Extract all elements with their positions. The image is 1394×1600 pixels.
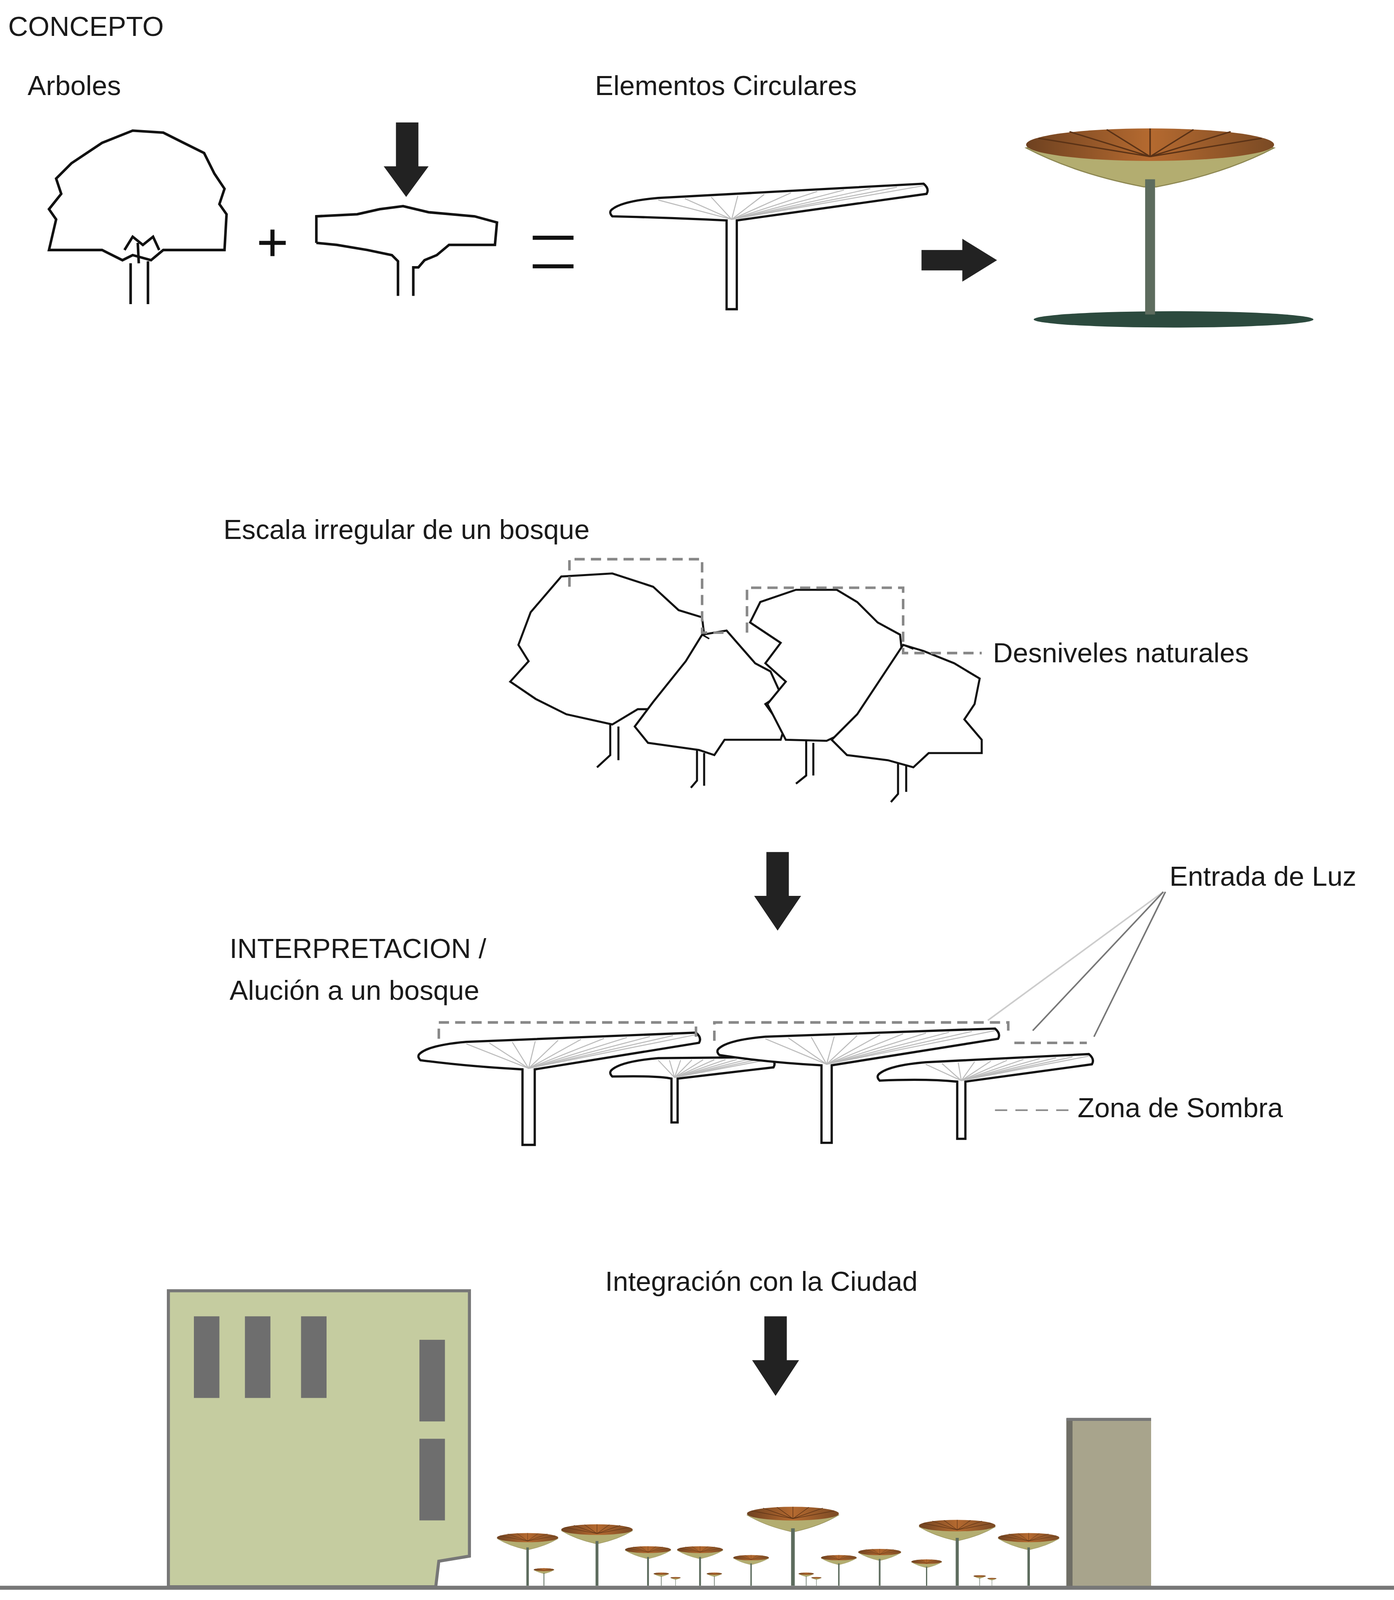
flattened-canopy [316,206,498,297]
urban-canopies [858,1549,902,1586]
urban-canopies [987,1577,997,1586]
right-arrow [921,238,997,282]
forest-interpretation [826,1032,950,1065]
urban-canopies [533,1568,554,1587]
rendered-element [1026,128,1314,328]
urban-canopies [811,1576,822,1586]
concept-label: INTERPRETACION / Alución a un bosque [229,928,537,1012]
forest-interpretation [877,1054,1094,1140]
forest-interpretation [489,1042,529,1069]
forest-interpretation [512,1042,529,1069]
urban-canopies [670,1576,681,1586]
concept-label: Arboles [27,65,121,107]
urban-canopies [798,1572,814,1586]
concept-label: Elementos Circulares [594,65,857,107]
level-pointer [702,634,914,650]
circular-element [684,198,732,220]
urban-canopies [561,1524,633,1586]
circular-element [731,185,924,220]
urban-canopies [821,1554,858,1586]
forest-interpretation [826,1031,972,1065]
forest-interpretation [610,1057,775,1123]
urban-canopies [496,1532,559,1586]
forest-interpretation [961,1056,1090,1081]
forest-interpretation [674,1059,715,1078]
concept-label: Integración con la Ciudad [605,1261,918,1303]
down-arrow [754,852,801,931]
shade-leader [994,1109,1070,1112]
forest-interpretation [418,1028,1093,1145]
forest-interpretation [528,1037,627,1069]
forest-outline [510,573,982,803]
city-elevation [0,1290,1394,1588]
forest-interpretation [669,1060,675,1078]
concept-label: Zona de Sombra [1077,1087,1283,1130]
urban-canopies [918,1519,996,1586]
forest-interpretation [958,1062,962,1081]
urban-canopies [496,1506,1060,1586]
forest-interpretation [418,1032,700,1146]
urban-canopies [653,1572,669,1586]
circular-element [731,188,871,220]
forest-interpretation [466,1043,529,1069]
circular-element [610,183,928,310]
urban-canopies [733,1554,770,1586]
forest-interpretation [528,1041,536,1069]
forest-interpretation [765,1038,827,1065]
diagram-title: CONCEPTO [8,5,164,48]
forest-interpretation [925,1064,962,1081]
urban-canopies [677,1546,724,1586]
down-arrow [383,122,429,197]
down-arrow [751,1316,799,1396]
urban-canopies [625,1546,672,1586]
forest-interpretation [826,1033,927,1065]
circular-element [731,190,845,220]
circular-element [610,183,928,310]
plus-sign [259,229,286,257]
equals-sign [532,237,574,267]
forest-interpretation [674,1059,771,1078]
forest-interpretation [811,1037,827,1065]
concept-label: Escala irregular de un bosque [223,509,590,551]
urban-canopies [746,1506,839,1586]
urban-canopies [911,1559,942,1586]
light-leader [987,891,1166,1037]
tree-outline [49,130,227,305]
forest-interpretation [658,1060,675,1078]
urban-canopies [973,1575,986,1586]
forest-interpretation [961,1060,1008,1081]
circular-element [711,197,732,220]
concept-label: Entrada de Luz [1169,856,1357,898]
concept-label: Desniveles naturales [993,632,1249,675]
light-bracket [438,1022,1087,1043]
forest-interpretation [788,1037,827,1065]
urban-canopies [998,1532,1060,1586]
urban-canopies [706,1572,722,1586]
level-bracket [569,559,982,654]
